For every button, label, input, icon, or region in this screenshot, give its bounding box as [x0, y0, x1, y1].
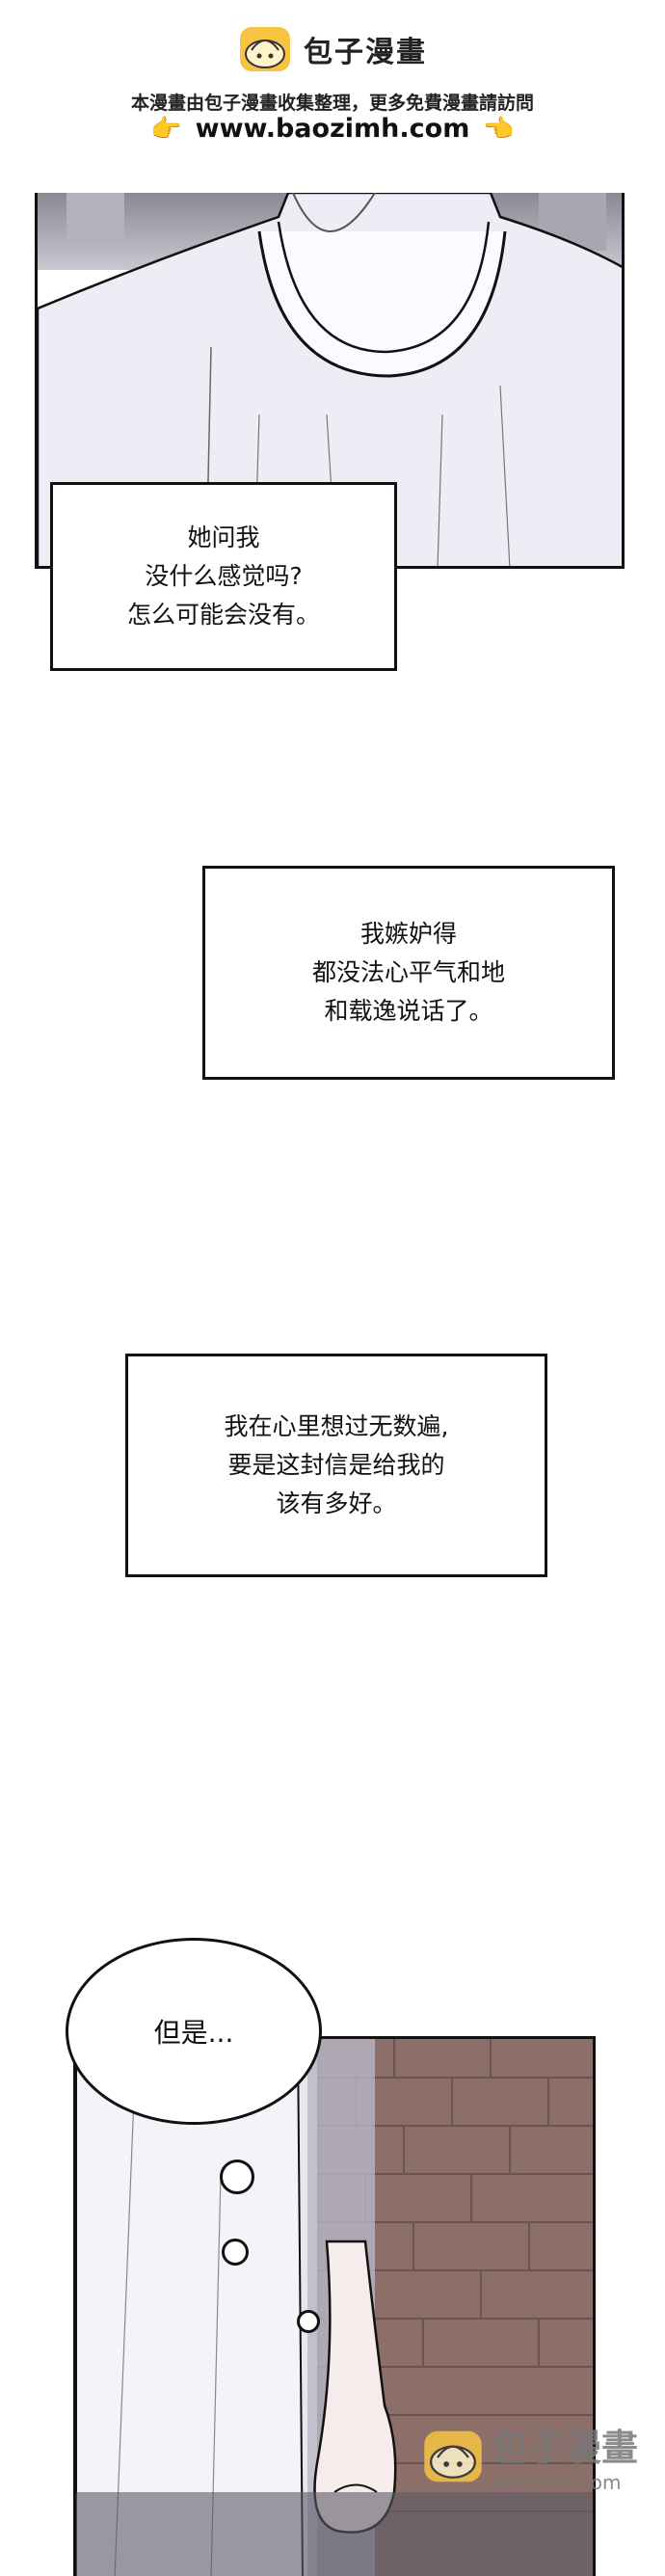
caption-box-2: 我嫉妒得 都没法心平气和地 和载逸说话了。 [202, 866, 615, 1080]
thought-dot-small [297, 2310, 320, 2333]
footer-watermark-text: 包子漫畫 baozimh.com [492, 2418, 638, 2494]
thought-dot-medium [222, 2239, 249, 2266]
pointing-hand-right-icon: 👉 [150, 114, 182, 144]
site-url-link[interactable]: www.baozimh.com [195, 114, 470, 144]
caption-box-1: 她问我 没什么感觉吗? 怎么可能会没有。 [50, 482, 397, 671]
speech-bubble: 但是... [66, 1938, 322, 2125]
speech-bubble-text: 但是... [153, 2017, 234, 2049]
comic-panel-hand [73, 2036, 596, 2576]
footer-watermark-title: 包子漫畫 [491, 2427, 638, 2469]
logo-row: 包子漫畫 [0, 25, 665, 73]
caption-box-3: 我在心里想过无数遍, 要是这封信是给我的 该有多好。 [125, 1354, 547, 1577]
site-watermark-header: 包子漫畫 本漫畫由包子漫畫收集整理，更多免費漫畫請訪問 👉 www.baozim… [0, 0, 665, 174]
logo-text: 包子漫畫 [304, 36, 427, 69]
site-watermark-footer: 包子漫畫 baozimh.com [422, 2418, 638, 2494]
shirt-artwork [38, 193, 622, 566]
caption-text-2: 我嫉妒得 都没法心平气和地 和载逸说话了。 [311, 920, 505, 1025]
footer-watermark-url[interactable]: baozimh.com [491, 2471, 622, 2494]
bun-logo-icon [424, 2430, 482, 2482]
pointing-hand-left-icon: 👈 [483, 114, 515, 144]
caption-text-1: 她问我 没什么感觉吗? 怎么可能会没有。 [126, 523, 320, 629]
tagline: 本漫畫由包子漫畫收集整理，更多免費漫畫請訪問 [130, 93, 534, 114]
caption-text-3: 我在心里想过无数遍, 要是这封信是给我的 该有多好。 [224, 1412, 449, 1517]
url-row: 👉 www.baozimh.com 👈 [0, 114, 665, 144]
bun-logo-icon [240, 27, 290, 71]
thought-dot-large [220, 2160, 254, 2194]
